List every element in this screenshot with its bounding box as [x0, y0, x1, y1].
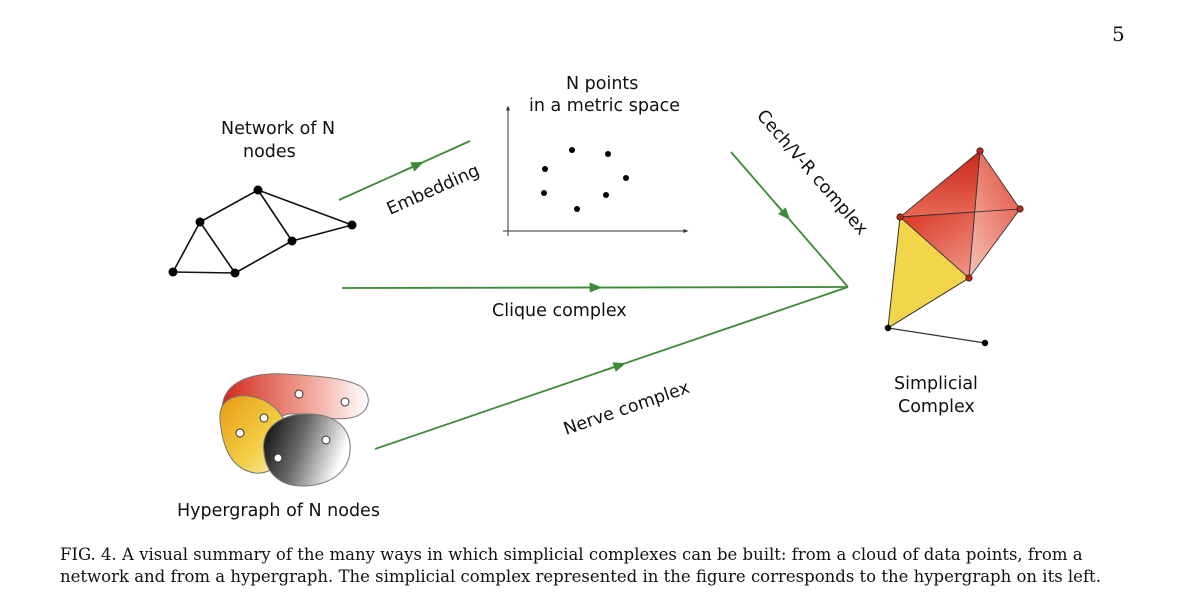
- network-node: [168, 267, 178, 277]
- arrows: [338, 140, 849, 450]
- embedding-label: Embedding: [384, 161, 483, 220]
- cech-arrow: [730, 151, 849, 288]
- hypergraph-node: [259, 413, 269, 423]
- network-label-line1: Network of N: [221, 119, 335, 139]
- simplicial-complex: Simplicial Complex: [884, 147, 1024, 417]
- caption-text: A visual summary of the many ways in whi…: [60, 545, 1101, 586]
- cech-label: Cech/V-R complex: [752, 106, 871, 239]
- network-node: [287, 236, 297, 246]
- hypergraph-node: [340, 397, 350, 407]
- page-number: 5: [1112, 22, 1125, 46]
- edge-segment: [887, 327, 986, 344]
- hypergraph-node: [273, 453, 283, 463]
- figure-caption: FIG. 4. A visual summary of the many way…: [60, 544, 1150, 588]
- simplex-vertex: [976, 147, 984, 155]
- nerve-label: Nerve complex: [561, 378, 692, 440]
- data-point: [569, 147, 575, 153]
- hypergraph: Hypergraph of N nodes: [177, 373, 380, 521]
- points-label-line2: in a metric space: [529, 96, 680, 116]
- hypergraph-node: [235, 428, 245, 438]
- simplicial-label-line2: Complex: [898, 397, 975, 417]
- caption-label: FIG. 4.: [60, 545, 117, 564]
- data-point: [541, 190, 547, 196]
- network-node: [230, 268, 240, 278]
- network-graph: Network of N nodes: [168, 119, 357, 278]
- simplex-vertex: [981, 339, 989, 347]
- points-label-line1: N points: [566, 74, 638, 94]
- data-point: [542, 166, 548, 172]
- simplex-vertex: [896, 213, 904, 221]
- network-label-line2: nodes: [243, 142, 296, 162]
- hypergraph-node: [321, 435, 331, 445]
- hypergraph-node: [294, 389, 304, 399]
- data-point: [623, 175, 629, 181]
- simplicial-label-line1: Simplicial: [894, 374, 978, 394]
- simplex-vertex: [1016, 205, 1024, 213]
- data-point: [603, 192, 609, 198]
- hypergraph-label: Hypergraph of N nodes: [177, 501, 380, 521]
- data-point: [574, 206, 580, 212]
- clique-label: Clique complex: [492, 301, 627, 321]
- hyperedge-black: [263, 413, 351, 487]
- metric-space-plot: N points in a metric space: [503, 74, 689, 236]
- simplex-vertex: [884, 324, 892, 332]
- data-point: [605, 151, 611, 157]
- network-node: [195, 217, 205, 227]
- simplex-vertex: [965, 274, 973, 282]
- network-node: [253, 185, 263, 195]
- network-node: [347, 220, 357, 230]
